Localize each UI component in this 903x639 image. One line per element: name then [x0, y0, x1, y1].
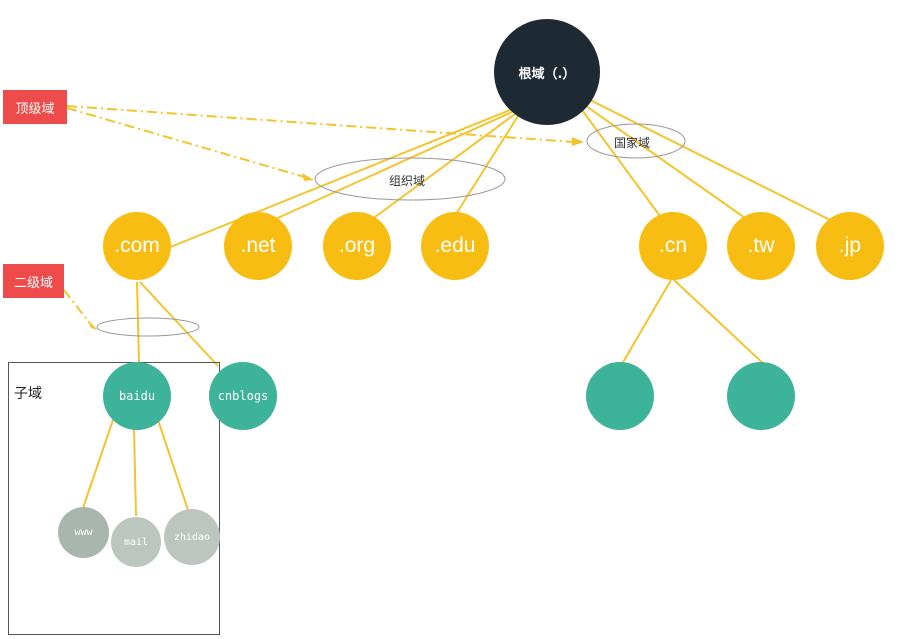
- arrowhead-org: [302, 173, 314, 181]
- arrowhead-country: [572, 137, 584, 146]
- tld-tw: .tw: [727, 212, 795, 280]
- sld-cn-child-1: [586, 362, 654, 430]
- edge-cn-child-1: [621, 279, 672, 365]
- subdomain-www: www: [58, 507, 109, 558]
- pointer-tag-org-group: [66, 107, 309, 179]
- edge-root-jp: [589, 99, 831, 221]
- edge-com-baidu: [136, 281, 140, 363]
- arrowhead-second-level: [88, 320, 98, 330]
- edge-root-cn: [581, 109, 661, 217]
- top-level-tag: 顶级域: [3, 90, 67, 124]
- org-group-ellipse: [314, 157, 506, 201]
- edge-root-net: [259, 111, 513, 227]
- tld-cn: .cn: [639, 212, 707, 280]
- org-group-label: 组织域: [389, 174, 426, 188]
- pointer-tag-country-group: [66, 105, 575, 143]
- subdomain-mail: mail: [111, 517, 161, 567]
- edge-baidu-www: [82, 419, 114, 509]
- subdomain-zhidao: zhidao: [164, 509, 220, 565]
- country-group-label: 国家域: [614, 136, 651, 150]
- pointer-tag-second-level: [63, 289, 93, 327]
- tld-org: .org: [323, 212, 391, 280]
- tld-net: .net: [224, 212, 292, 280]
- tld-com: .com: [103, 212, 171, 280]
- second-level-group-ellipse: [96, 317, 200, 337]
- sld-cnblogs: cnblogs: [209, 362, 277, 430]
- sld-baidu: baidu: [103, 362, 171, 430]
- edge-baidu-mail: [133, 427, 137, 517]
- subdomain-label: 子域: [14, 386, 42, 402]
- edge-root-org: [359, 113, 516, 229]
- subdomain-frame: [8, 362, 220, 635]
- country-group-ellipse: [586, 123, 686, 159]
- edge-root-tw: [585, 105, 746, 219]
- edge-com-cnblogs: [139, 281, 219, 367]
- edge-baidu-zhidao: [157, 419, 189, 511]
- edge-root-edu: [455, 115, 519, 215]
- edge-cn-child-2: [673, 279, 767, 367]
- tld-edu: .edu: [421, 212, 489, 280]
- root-node: 根域（.）: [494, 19, 600, 125]
- sld-cn-child-2: [727, 362, 795, 430]
- second-level-tag: 二级域: [3, 264, 64, 298]
- tld-jp: .jp: [816, 212, 884, 280]
